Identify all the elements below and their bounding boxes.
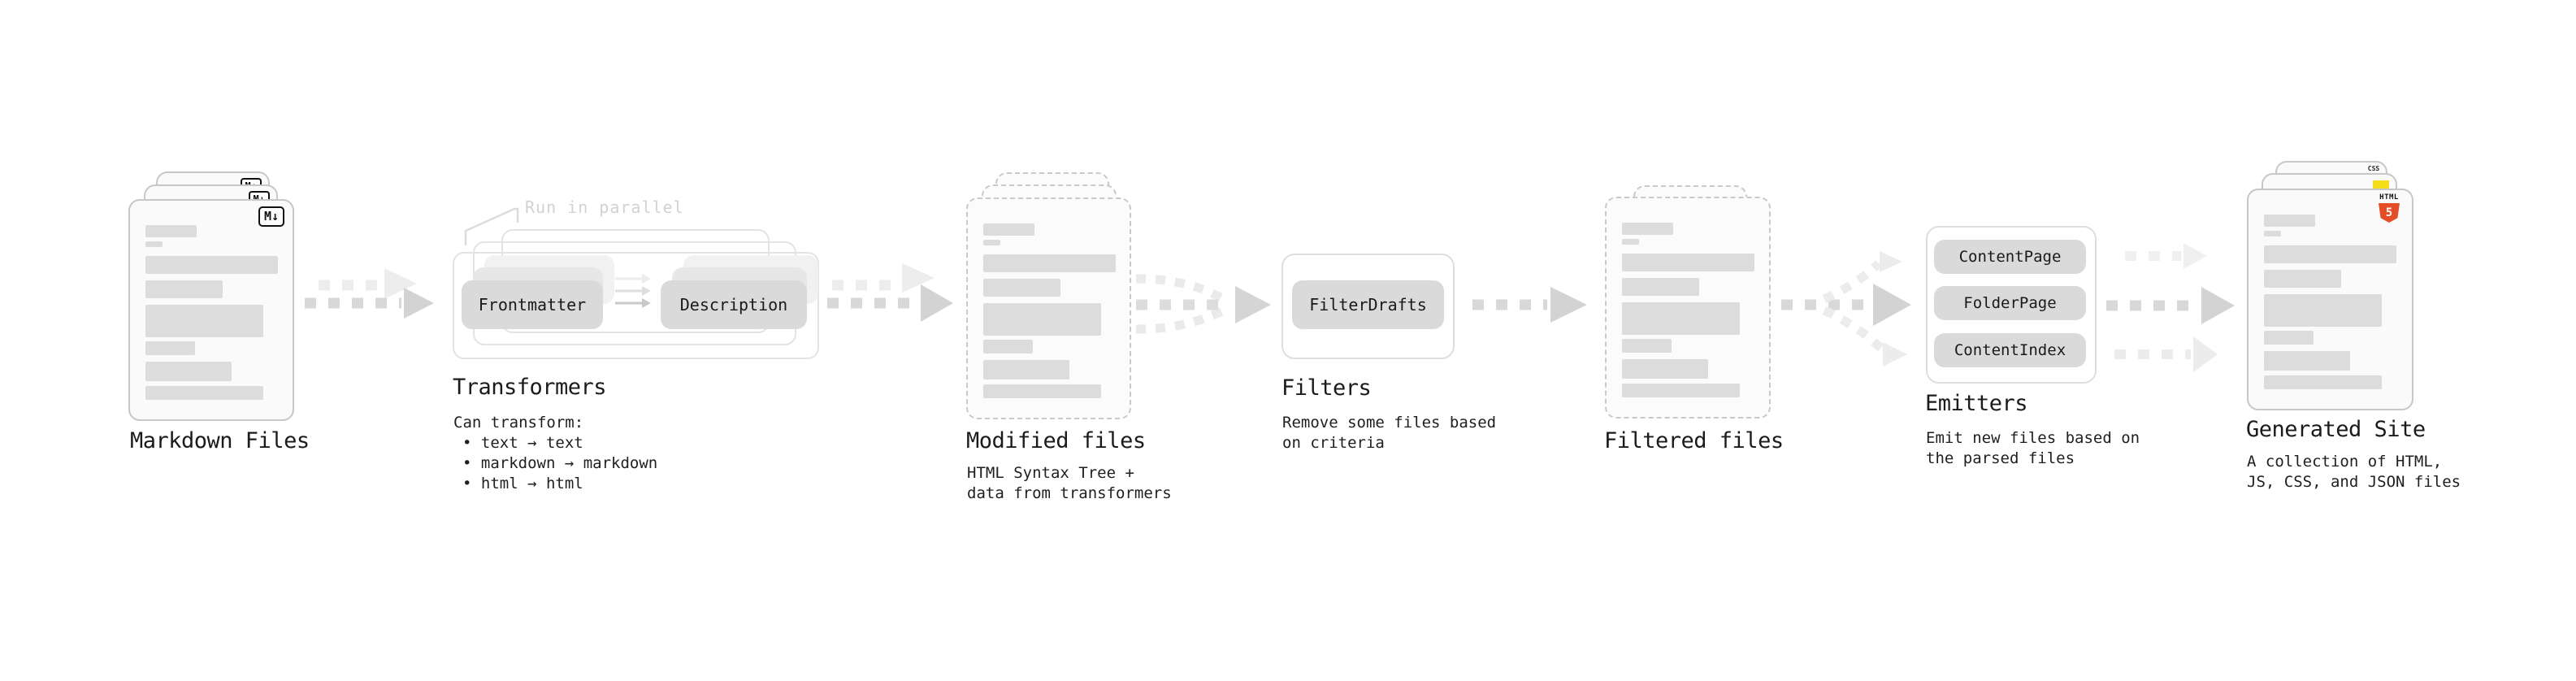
description-line: Can transform: xyxy=(453,414,584,432)
modified-files-description: HTML Syntax Tree + data from transformer… xyxy=(967,463,1172,504)
skeleton-bar xyxy=(2264,375,2382,389)
description-line: • text → text xyxy=(462,434,583,452)
contentpage-pill: ContentPage xyxy=(1934,240,2086,274)
description-line: A collection of HTML, xyxy=(2247,453,2443,471)
description-line: the parsed files xyxy=(1926,449,2075,467)
skeleton-bar xyxy=(2264,270,2341,288)
arrow-modified-to-filters xyxy=(1135,274,1271,334)
skeleton-bar xyxy=(145,386,263,400)
generated-site-label: Generated Site xyxy=(2246,417,2426,442)
generated-file-front: HTML 5 xyxy=(2247,189,2413,410)
skeleton-bar xyxy=(2264,331,2314,345)
run-in-parallel-annotation: Run in parallel xyxy=(525,197,684,217)
skeleton-bar xyxy=(983,254,1116,272)
skeleton-bar xyxy=(983,303,1101,336)
markdown-icon: M↓ xyxy=(258,206,284,227)
description-pill: Description xyxy=(661,280,807,329)
folderpage-pill: FolderPage xyxy=(1934,286,2086,320)
contentindex-pill: ContentIndex xyxy=(1934,333,2086,367)
skeleton-bar xyxy=(145,256,278,274)
description-line: JS, CSS, and JSON files xyxy=(2247,473,2461,491)
filterdrafts-pill: FilterDrafts xyxy=(1292,280,1444,329)
modified-files-label: Modified files xyxy=(966,428,1146,453)
skeleton-bar xyxy=(983,279,1060,297)
arrow-filters-to-filtered xyxy=(1472,287,1587,323)
emitters-label: Emitters xyxy=(1925,391,2028,416)
description-line: data from transformers xyxy=(967,484,1172,502)
filters-description: Remove some files based on criteria xyxy=(1282,413,1496,453)
frontmatter-pill: Frontmatter xyxy=(462,280,603,329)
filtered-files-label: Filtered files xyxy=(1604,428,1784,453)
skeleton-bar xyxy=(1622,339,1672,353)
arrow-emitters-to-generated xyxy=(2106,243,2235,372)
generated-site-description: A collection of HTML, JS, CSS, and JSON … xyxy=(2247,452,2461,492)
javascript-icon xyxy=(2373,180,2389,190)
skeleton-bar xyxy=(2264,231,2281,236)
transformer-frame-front xyxy=(453,252,819,359)
emitters-description: Emit new files based on the parsed files xyxy=(1926,428,2140,469)
description-line: HTML Syntax Tree + xyxy=(967,464,1134,482)
markdown-file-front: M↓ xyxy=(128,199,294,421)
skeleton-bar xyxy=(983,360,1069,380)
description-line: Remove some files based xyxy=(1282,414,1497,432)
skeleton-bar xyxy=(2264,245,2396,263)
filters-label: Filters xyxy=(1281,375,1372,401)
arrow-filtered-to-emitters xyxy=(1781,251,1911,367)
description-line: • html → html xyxy=(462,475,583,492)
transformers-description: Can transform: • text → text • markdown … xyxy=(453,413,657,494)
arrow-transformers-to-modified xyxy=(827,263,953,322)
skeleton-bar xyxy=(983,340,1033,354)
skeleton-bar xyxy=(983,240,1000,245)
skeleton-bar xyxy=(1622,239,1639,245)
skeleton-bar xyxy=(1622,359,1708,379)
description-line: • markdown → markdown xyxy=(462,454,658,472)
skeleton-bar xyxy=(145,241,163,247)
skeleton-bar xyxy=(145,341,195,355)
html5-icon: HTML 5 xyxy=(2376,194,2402,223)
transformers-label: Transformers xyxy=(453,375,607,400)
arrow-markdown-to-transformers xyxy=(305,268,434,319)
skeleton-bar xyxy=(145,305,263,337)
skeleton-bar xyxy=(2264,215,2315,227)
skeleton-bar xyxy=(983,384,1101,398)
modified-file-front xyxy=(966,197,1131,419)
skeleton-bar xyxy=(983,223,1034,236)
skeleton-bar xyxy=(145,225,197,237)
skeleton-bar xyxy=(1622,254,1754,271)
skeleton-bar xyxy=(1622,278,1699,296)
filtered-file-front xyxy=(1605,197,1771,419)
skeleton-bar xyxy=(145,362,232,381)
markdown-files-label: Markdown Files xyxy=(130,428,310,453)
skeleton-bar xyxy=(145,280,223,298)
skeleton-bar xyxy=(2264,351,2350,371)
skeleton-bar xyxy=(1622,384,1740,397)
description-line: Emit new files based on xyxy=(1926,429,2140,447)
skeleton-bar xyxy=(2264,294,2382,327)
skeleton-bar xyxy=(1622,223,1673,235)
description-line: on criteria xyxy=(1282,434,1385,452)
skeleton-bar xyxy=(1622,302,1740,335)
